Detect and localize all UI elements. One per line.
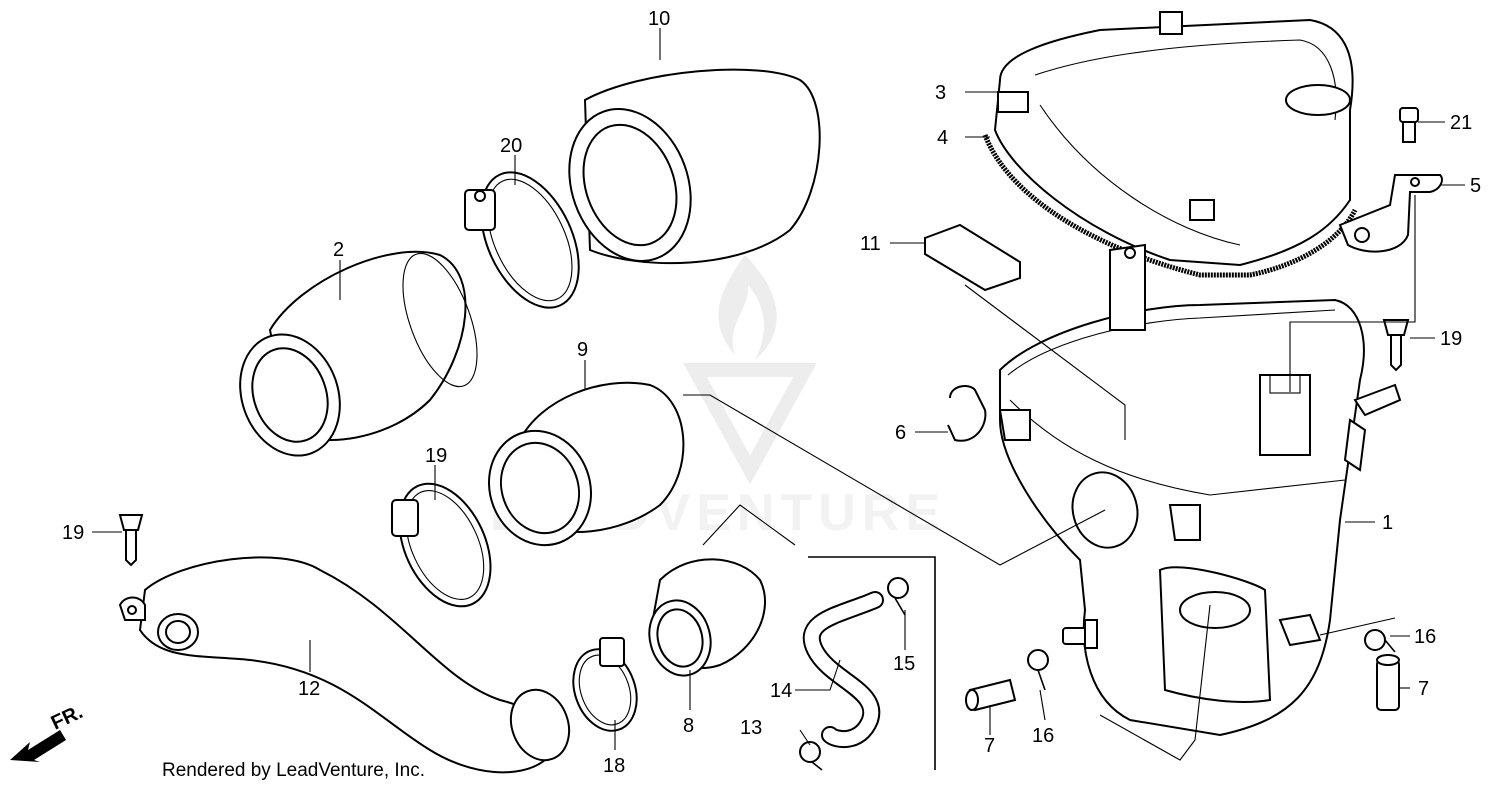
part-17-band-clamp [391,482,492,608]
part-20-band-clamp [464,171,580,309]
callout-7-left: 7 [984,735,995,757]
part-3-air-cleaner-cover [993,11,1354,267]
front-direction-marker: FR. [10,701,86,762]
part-8-tube-joint [648,558,766,677]
part-9-connecting-tube [487,381,685,547]
callout-6: 6 [895,422,906,444]
callout-1: 1 [1382,512,1393,534]
callout-2: 2 [333,239,344,261]
callout-19-right: 19 [1440,328,1462,350]
part-16-clip-right [1364,629,1396,653]
callout-19-left: 19 [62,522,84,544]
part-7-drain-plug-right [1376,654,1400,711]
part-12-intake-duct [118,556,571,774]
part-16-clip-left [1027,649,1049,691]
drain-nipple [1062,619,1098,649]
callout-14: 14 [770,680,792,702]
part-21-bolt [1399,107,1419,143]
part-2-filter-screen [239,250,478,457]
callout-7-right: 7 [1418,678,1429,700]
part-6-hose-clip [947,385,987,442]
part-19-push-rivet-left [118,514,144,567]
callout-labels: 10 20 2 9 19 19 12 8 18 13 14 15 7 16 3 … [62,8,1481,777]
part-7-drain-plug-left [965,678,1017,712]
callout-16-right: 16 [1414,626,1436,648]
callout-18: 18 [603,755,625,777]
callout-5: 5 [1470,175,1481,197]
callout-20: 20 [500,135,522,157]
callout-8: 8 [683,715,694,737]
front-marker-text: FR. [48,701,86,735]
part-4-cover-gasket [982,134,1358,278]
callout-15: 15 [893,653,915,675]
callout-17: 19 [425,445,447,467]
leader-lines [92,28,1465,761]
part-11-foam-block [924,223,1021,292]
callout-16-left: 16 [1032,725,1054,747]
part-5-bracket [1338,174,1443,253]
callout-3: 3 [935,82,946,104]
part-15-hose-clip [887,577,909,616]
part-14-drain-hose [802,591,884,749]
callout-4: 4 [937,127,948,149]
callout-9: 9 [577,339,588,361]
callout-13: 13 [740,717,762,739]
part-18-band-clamp [572,637,638,732]
render-credit: Rendered by LeadVenture, Inc. [162,760,426,781]
callout-10: 10 [648,8,670,30]
part-1-air-cleaner-case [998,243,1402,737]
callout-12: 12 [298,678,320,700]
part-19-push-rivet-right [1382,319,1410,372]
detail-frame [808,556,936,770]
part-13-hose-clip [799,741,823,771]
part-10-foam-filter [568,68,821,265]
callout-11: 11 [860,233,881,255]
callout-21: 21 [1450,112,1472,134]
